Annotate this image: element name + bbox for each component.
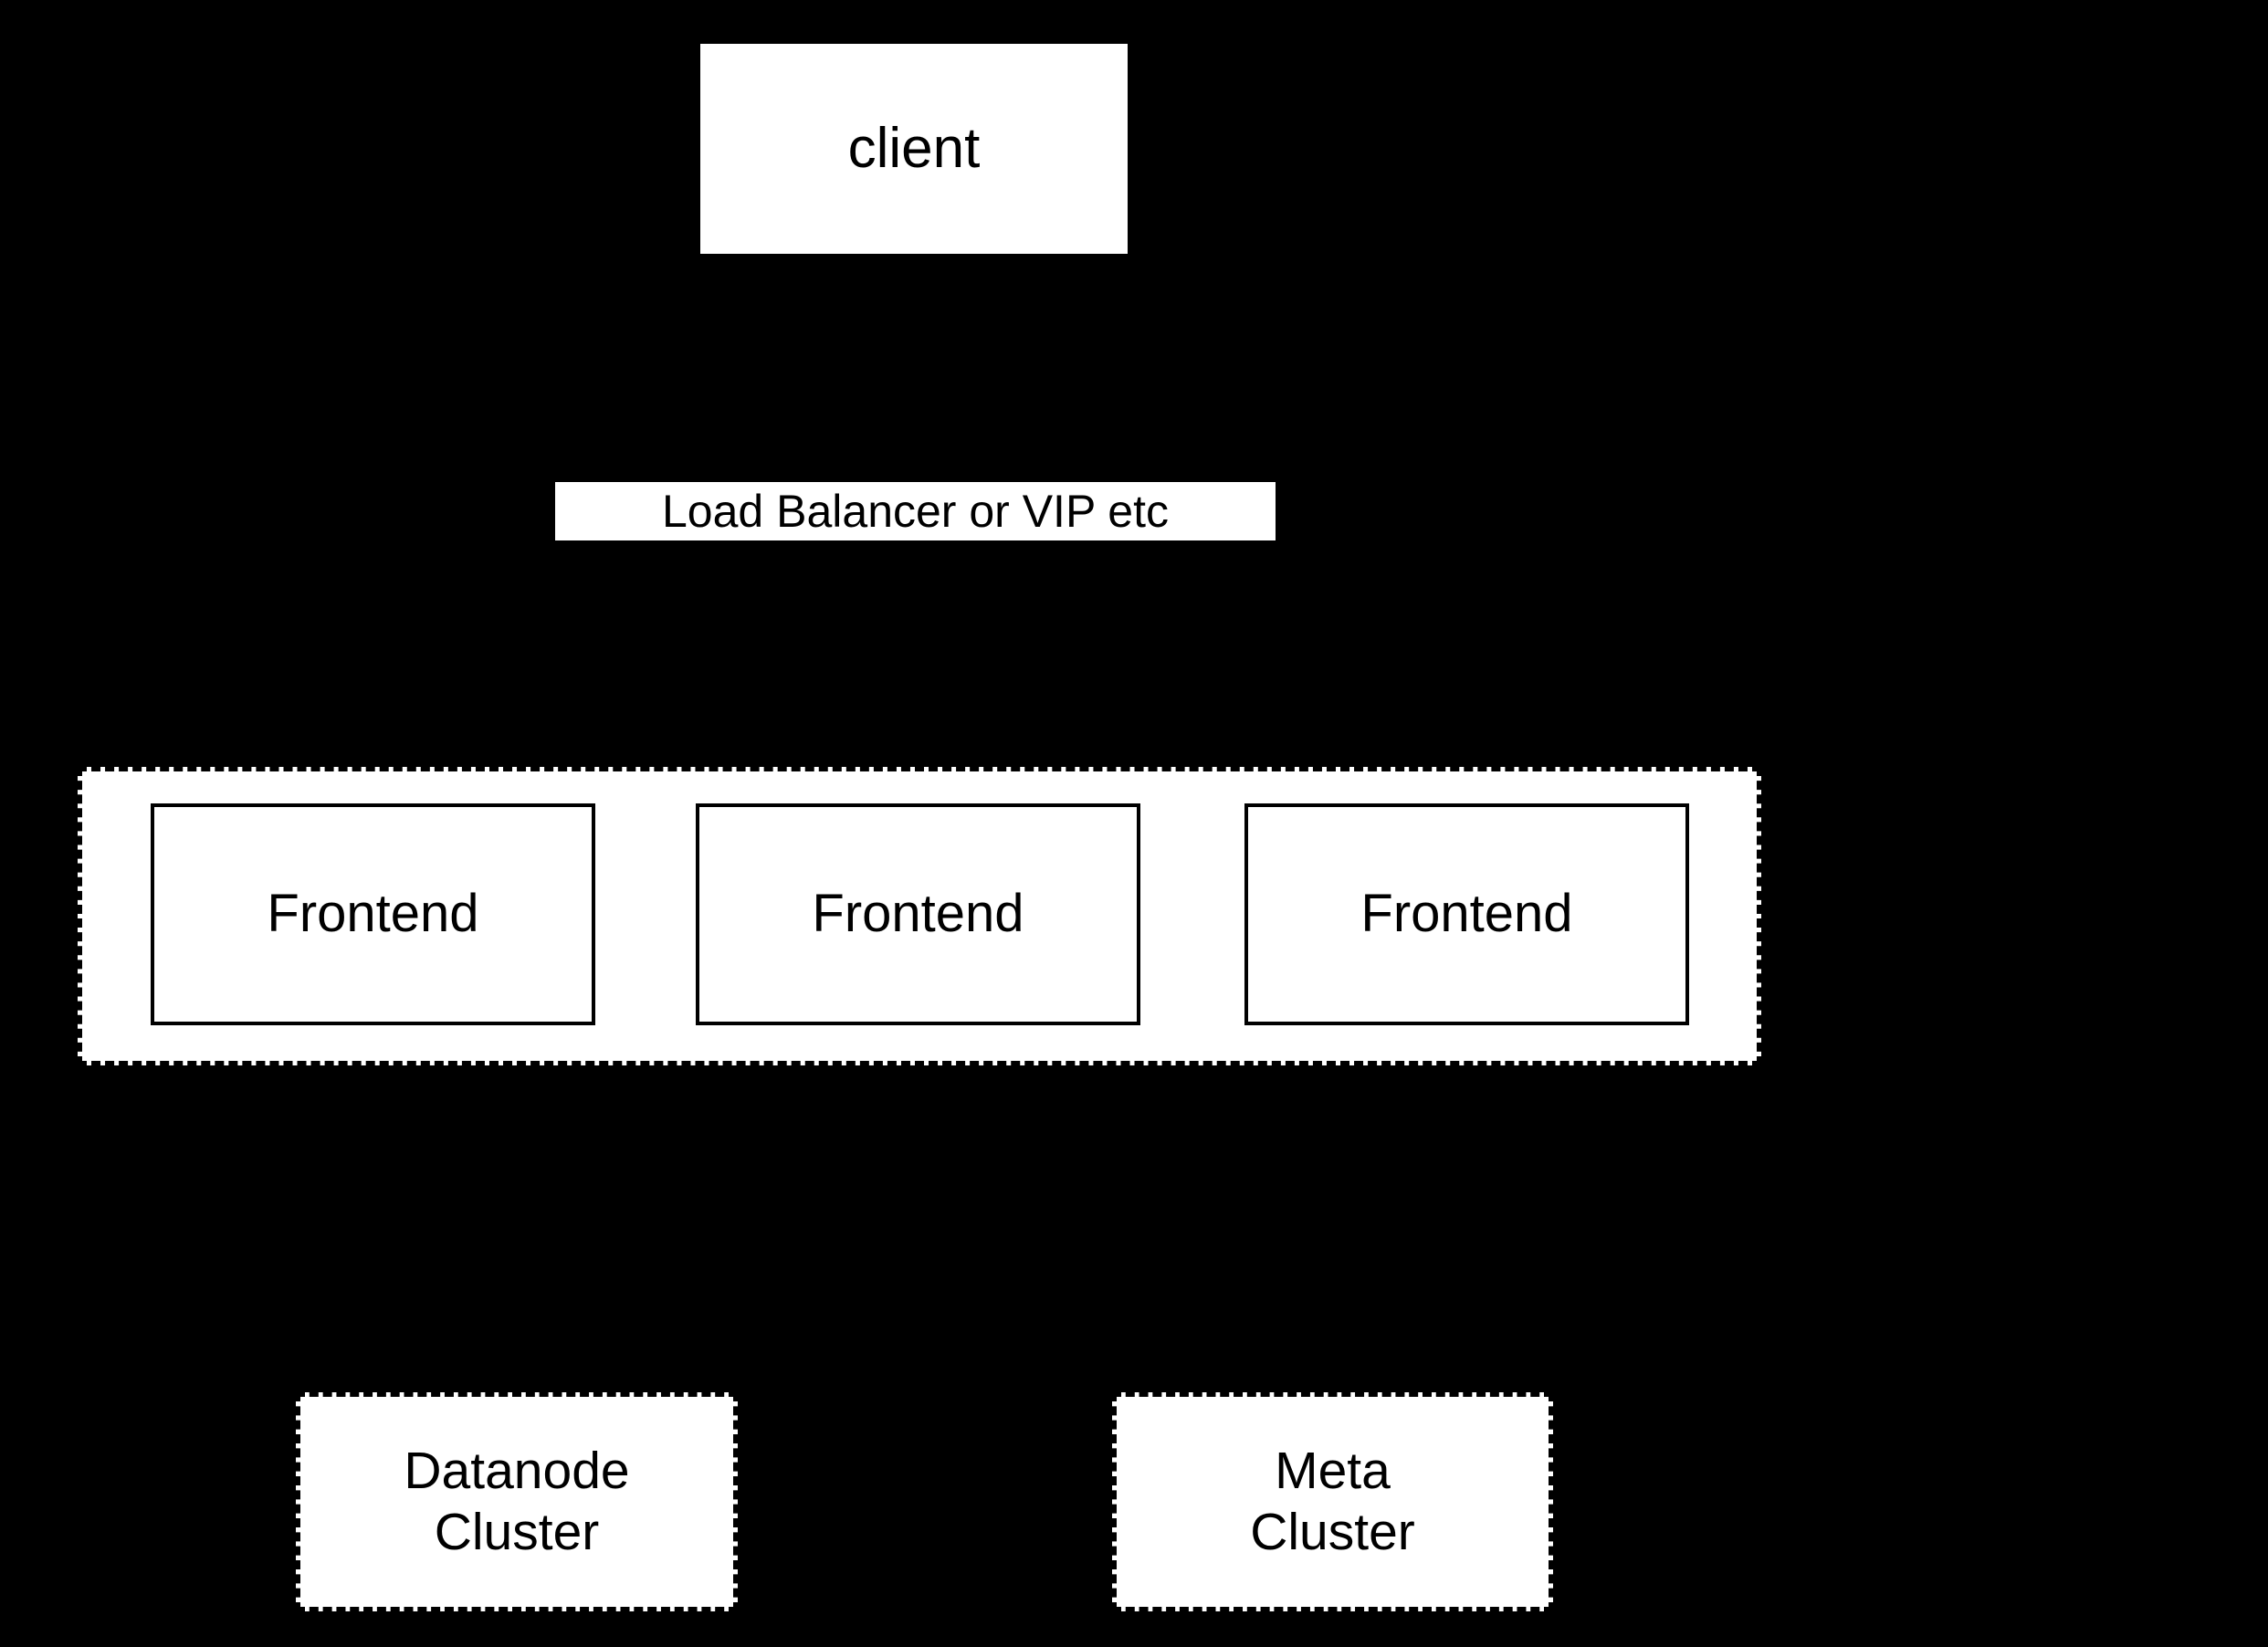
- frontend-label-2: Frontend: [812, 884, 1024, 944]
- meta-cluster-node: Meta Cluster: [1112, 1392, 1553, 1611]
- frontend-label-1: Frontend: [267, 884, 479, 944]
- meta-cluster-label: Meta Cluster: [1250, 1441, 1415, 1561]
- load-balancer-label: Load Balancer or VIP etc: [662, 485, 1169, 537]
- frontend-node-1: Frontend: [151, 803, 595, 1025]
- datanode-cluster-label: Datanode Cluster: [404, 1441, 630, 1561]
- client-label: client: [847, 117, 981, 181]
- frontend-label-3: Frontend: [1360, 884, 1573, 944]
- frontend-node-3: Frontend: [1244, 803, 1689, 1025]
- load-balancer-node: Load Balancer or VIP etc: [552, 479, 1278, 543]
- frontend-node-2: Frontend: [696, 803, 1140, 1025]
- datanode-cluster-node: Datanode Cluster: [296, 1392, 738, 1611]
- client-node: client: [698, 41, 1130, 257]
- frontend-group: Frontend Frontend Frontend: [78, 767, 1761, 1065]
